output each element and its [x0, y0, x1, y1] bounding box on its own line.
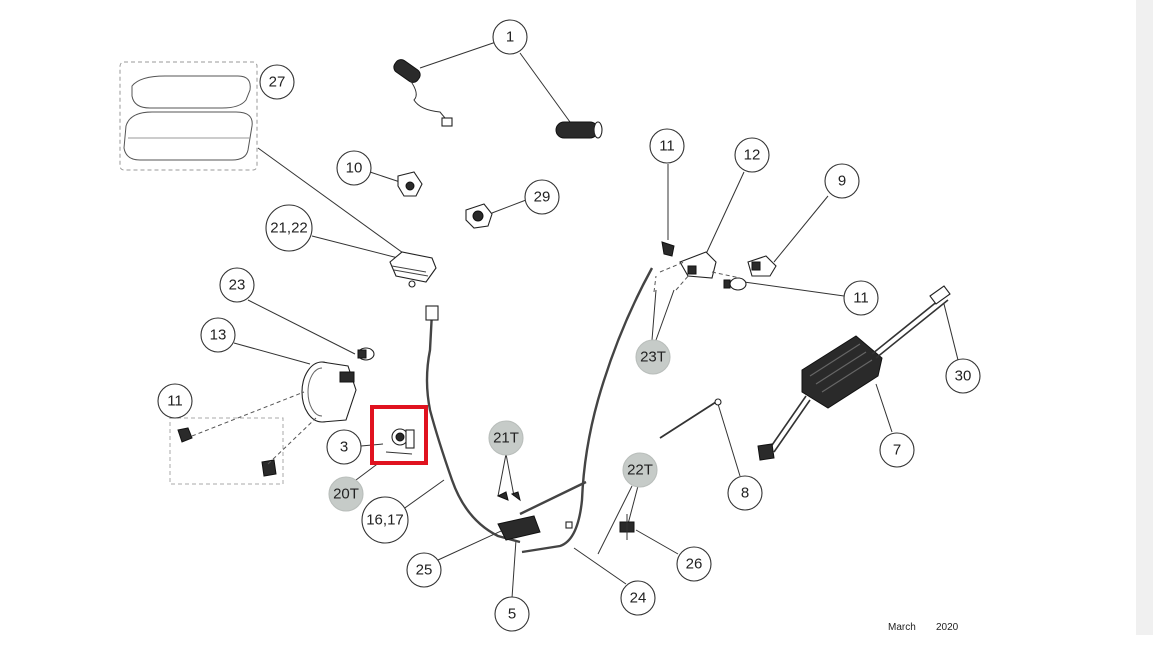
callout-8-label: 8 [741, 485, 749, 502]
part-screw-11-top [661, 241, 675, 257]
callout-3-label: 3 [340, 439, 348, 456]
callout-13-label: 13 [210, 327, 227, 344]
part-wiring-harness-16-17 [425, 267, 654, 554]
part-controller-25 [496, 480, 587, 541]
part-tail-light-21-22 [389, 251, 437, 288]
callout-11-right: 11 [843, 280, 879, 316]
part-horn-3 [385, 428, 415, 455]
callout-16-17: 16,17 [361, 496, 409, 544]
callout-12: 12 [734, 137, 770, 173]
callout-23t-label: 23T [640, 349, 666, 366]
part-signal-9 [747, 255, 777, 277]
vertical-scrollbar[interactable] [1136, 0, 1153, 635]
part-headlight-13 [301, 361, 357, 423]
footer-month: March [888, 622, 916, 633]
callout-11-left: 11 [157, 383, 193, 419]
part-sensor-26 [619, 514, 635, 540]
part-signal-12 [679, 251, 717, 279]
callout-30: 30 [945, 358, 981, 394]
callout-29-label: 29 [534, 189, 551, 206]
callout-7-label: 7 [893, 442, 901, 459]
callout-22t: 22T [622, 452, 658, 488]
callout-25-label: 25 [416, 562, 433, 579]
callout-5-label: 5 [508, 606, 516, 623]
callout-30-label: 30 [955, 368, 972, 385]
callout-23: 23 [219, 267, 255, 303]
part-module-7 [757, 285, 951, 461]
part-lens-cover-27 [119, 61, 258, 171]
callout-5: 5 [494, 596, 530, 632]
callout-29: 29 [524, 179, 560, 215]
callout-27-label: 27 [269, 74, 286, 91]
part-lamp-11-right [723, 277, 747, 291]
callout-9: 9 [824, 163, 860, 199]
leader-lines [233, 41, 959, 599]
callout-8: 8 [727, 475, 763, 511]
part-grips-1 [393, 59, 603, 139]
callout-26: 26 [676, 546, 712, 582]
part-screws-23t [653, 261, 741, 293]
part-bulb-23 [357, 347, 375, 361]
callout-11-left-label: 11 [167, 393, 183, 410]
callout-7: 7 [879, 432, 915, 468]
callout-23-label: 23 [229, 277, 246, 294]
part-switch-29 [465, 203, 493, 229]
callout-9-label: 9 [838, 173, 846, 190]
callout-11-right-label: 11 [853, 290, 869, 307]
callout-10-label: 10 [346, 160, 363, 177]
callout-10: 10 [336, 150, 372, 186]
callout-12-label: 12 [744, 147, 761, 164]
callout-16-17-label: 16,17 [366, 512, 404, 529]
callout-21t-label: 21T [493, 430, 519, 447]
callout-20t-label: 20T [333, 486, 359, 503]
callout-22t-label: 22T [627, 462, 653, 479]
footer-year: 2020 [936, 622, 959, 633]
callout-21t: 21T [488, 420, 524, 456]
highlight-box [370, 405, 428, 465]
callout-21-22: 21,22 [265, 204, 313, 252]
part-rod-8 [659, 398, 722, 439]
part-screws-11-left [169, 391, 317, 485]
callout-20t: 20T [328, 476, 364, 512]
page-bottom-strip [0, 635, 1153, 651]
callout-13: 13 [200, 317, 236, 353]
callout-3: 3 [326, 429, 362, 465]
callout-26-label: 26 [686, 556, 703, 573]
callout-11-top-label: 11 [659, 138, 675, 155]
callout-11-top: 11 [649, 128, 685, 164]
callout-24: 24 [620, 580, 656, 616]
callout-1-label: 1 [506, 29, 514, 46]
callout-1: 1 [492, 19, 528, 55]
callout-27: 27 [259, 64, 295, 100]
callout-21-22-label: 21,22 [270, 220, 308, 237]
callout-25: 25 [406, 552, 442, 588]
callout-23t: 23T [635, 339, 671, 375]
part-switch-10 [397, 171, 423, 197]
callout-24-label: 24 [630, 590, 647, 607]
